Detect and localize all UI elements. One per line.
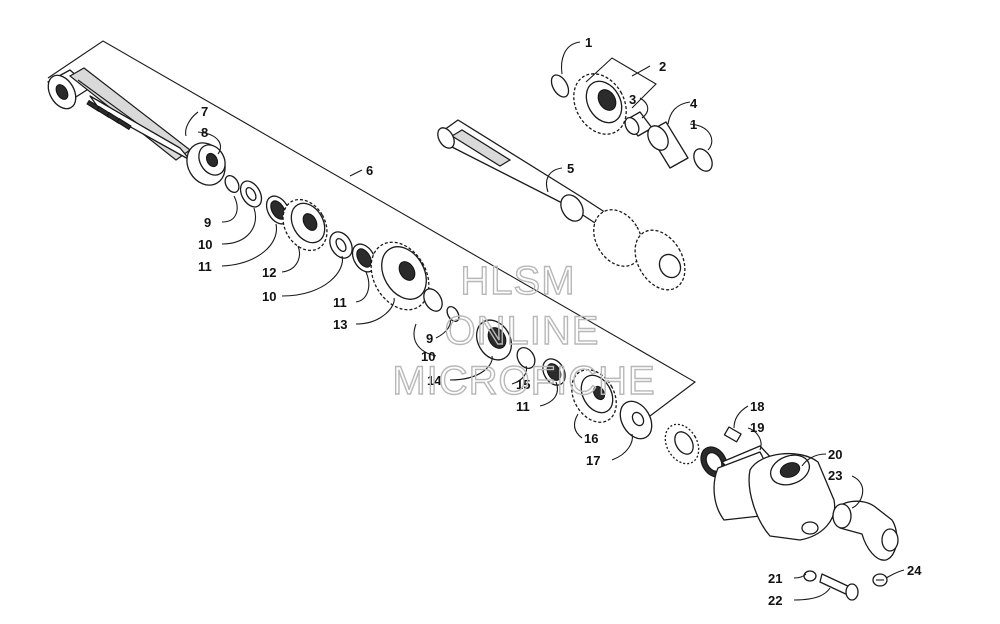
callout-4: 4 [690,96,698,111]
callout-9: 9 [426,331,433,346]
ball-bearing [664,423,700,465]
assembly-bracket-2 [585,57,657,109]
callout-1: 1 [690,117,697,132]
callout-7: 7 [201,104,208,119]
coupler-hub [186,142,226,186]
dowel-pin [723,426,742,443]
callout-11: 11 [198,259,212,274]
callout-2: 2 [659,59,666,74]
callout-11: 11 [516,399,530,414]
watermark: HLSM ONLINE MICROFICHE [392,258,656,403]
washer-21 [803,570,817,582]
needle-bearing [542,358,566,386]
callout-15: 15 [516,377,530,392]
callout-20: 20 [828,447,842,462]
callout-18: 18 [750,399,764,414]
snap-ring [224,174,240,194]
main-shaft-splined [47,67,192,161]
callout-17: 17 [586,453,600,468]
coupler-14 [475,319,513,361]
callout-5: 5 [567,161,574,176]
callout-10: 10 [198,237,212,252]
thrust-washer [423,288,443,312]
callout-8: 8 [201,125,208,140]
callout-11: 11 [333,295,347,310]
callout-3: 3 [629,92,636,107]
sleeve-4 [647,121,689,169]
callout-1: 1 [585,35,592,50]
housing [748,452,836,541]
gear-12 [282,198,328,252]
screw-24 [872,573,888,587]
callout-6: 6 [366,163,373,178]
gear-16 [571,369,617,423]
counter-shaft [437,119,686,291]
watermark-line-1: HLSM [460,259,575,303]
gear-2 [573,73,627,135]
callout-19: 19 [750,420,764,435]
callout-12: 12 [262,265,276,280]
snap-ring [446,305,460,323]
snap-ring [550,74,570,98]
bolt-22 [819,573,859,601]
leader-lines [185,41,905,601]
assembly-bracket-6 [47,40,696,417]
snap-ring [693,148,713,172]
shift-arm [832,500,899,561]
callout-22: 22 [768,593,782,608]
callout-labels: 1 2 3 4 1 5 6 7 8 9 10 11 12 10 11 13 9 … [198,35,922,608]
callout-16: 16 [584,431,598,446]
callout-10: 10 [421,349,435,364]
callout-13: 13 [333,317,347,332]
watermark-line-3: MICROFICHE [392,359,655,403]
callout-24: 24 [907,563,922,578]
callout-21: 21 [768,571,782,586]
callout-23: 23 [828,468,842,483]
callout-9: 9 [204,215,211,230]
callout-10: 10 [262,289,276,304]
washer-17 [619,400,653,440]
gear-13 [370,241,430,311]
watermark-line-2: ONLINE [445,309,600,353]
bushing-3 [624,111,653,137]
washer-15 [516,347,536,369]
callout-14: 14 [427,373,442,388]
